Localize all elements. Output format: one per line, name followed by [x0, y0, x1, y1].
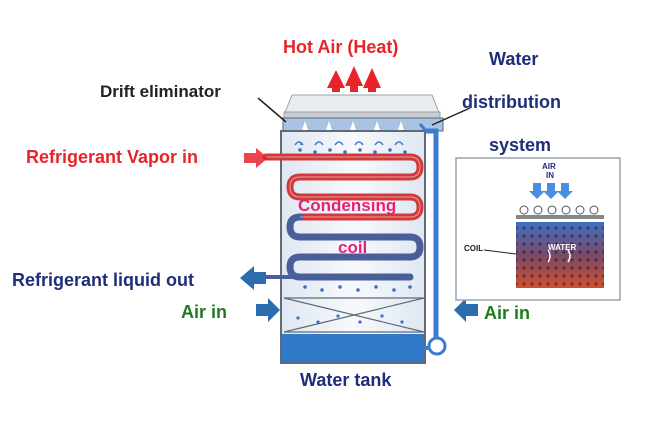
air-in-right-arrow [454, 298, 478, 322]
refrigerant-liquid-out-arrow [240, 266, 266, 290]
air-in-left-label: Air in [181, 302, 228, 322]
inset-coil-leader [483, 249, 517, 255]
hot-air-arrow [363, 68, 381, 92]
hot-air-arrow [345, 66, 363, 92]
water-distribution-label-line1: Water [489, 49, 539, 69]
refrigerant-liquid-out-label: Refrigerant liquid out [12, 270, 194, 290]
water-distribution-label-line2: distribution [462, 92, 561, 112]
water-distribution-leader [431, 107, 471, 126]
air-in-right-label: Air in [484, 303, 531, 323]
spray-nozzles [294, 141, 404, 146]
fill-pack [283, 297, 425, 333]
inset-water-label: WATER [548, 243, 577, 252]
inset-flow-marks [547, 249, 571, 263]
pump-icon [427, 336, 447, 356]
inset-detail [455, 157, 621, 301]
hot-air-label: Hot Air (Heat) [283, 37, 399, 57]
hot-air-arrow [327, 70, 345, 92]
condensing-coil [262, 153, 424, 281]
air-in-left-arrow [256, 298, 280, 322]
inset-coil-dots [516, 222, 604, 288]
inset-spray-nozzles [519, 205, 599, 215]
condensing-coil-label-line2: coil [338, 238, 368, 257]
water-droplets [296, 148, 412, 324]
refrigerant-vapor-in-arrow [244, 148, 268, 168]
inset-coil-label: COIL [464, 244, 484, 253]
water-tank-label: Water tank [300, 370, 392, 390]
water-distribution-label-line3: system [489, 135, 552, 155]
water-riser-pipe [418, 123, 439, 340]
hot-air-arrows [327, 66, 381, 92]
inset-in-label: IN [546, 171, 554, 180]
inset-air-in-arrows [529, 183, 573, 199]
drift-eliminator-arrows [302, 121, 404, 130]
refrigerant-vapor-in-label: Refrigerant Vapor in [26, 147, 199, 167]
drift-eliminator-leader [257, 97, 287, 123]
inset-air-label: AIR [542, 162, 556, 171]
tower-body [280, 130, 426, 364]
condensing-coil-label-line1: Condensing [298, 196, 397, 215]
inset-manifold [516, 215, 604, 219]
fan-deck [283, 111, 441, 119]
water-tank-basin [282, 334, 424, 362]
drift-eliminator-label: Drift eliminator [100, 82, 221, 101]
